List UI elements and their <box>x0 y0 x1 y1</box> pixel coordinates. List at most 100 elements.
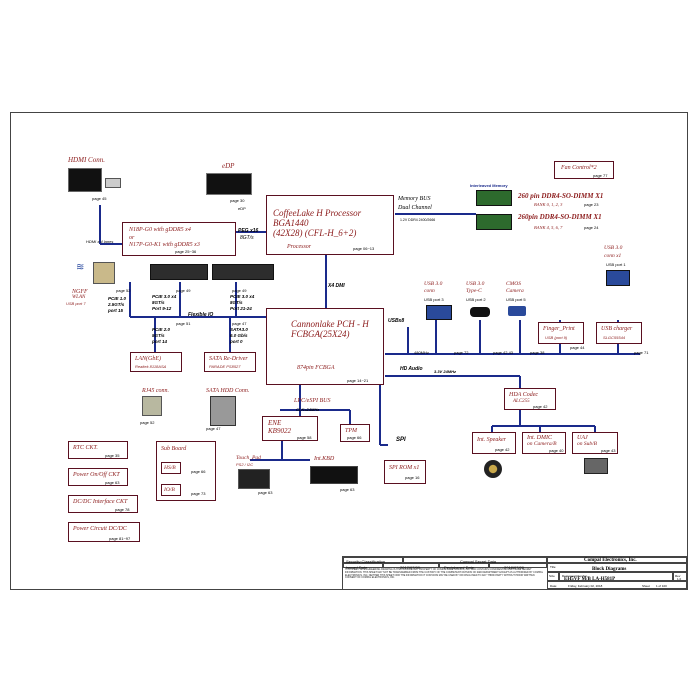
lan-port: port 14 <box>152 339 168 344</box>
touchpad-title: Touch_Pad <box>236 455 261 461</box>
hdmi-lanes: HDMI x 4 lanes <box>86 239 114 244</box>
usb-page-1: page 72 <box>454 350 469 355</box>
int-dmic-page: page 40 <box>549 448 564 453</box>
hdd-icon <box>210 396 236 426</box>
intkbd-title: Int.KBD <box>314 456 335 462</box>
dimm2-page: page 24 <box>584 225 599 230</box>
dcdc-page: page 78 <box>115 507 130 512</box>
iob-page: page 73 <box>191 491 206 496</box>
pch-package: FCBGA(25X24) <box>291 329 350 339</box>
spi-rom-box: SPI ROM x1 page 16 <box>384 460 426 484</box>
iob-title: IO/B <box>164 487 175 493</box>
spi-rom-page: page 16 <box>405 475 420 480</box>
ene-box: ENE KB9022 page 58 <box>262 416 318 441</box>
spi-rom-title: SPI ROM x1 <box>389 465 420 471</box>
hda-model: ALC255 <box>513 399 530 404</box>
title-block: Security Classification Compal Secret Da… <box>342 556 688 590</box>
lpc-title: LPC/eSPI BUS <box>294 398 331 404</box>
sata-speed: 6.0 Gb/s <box>230 333 248 338</box>
tb-rev: 1.0 <box>677 577 682 581</box>
hda-codec-box: HDA Codec ALC255 page 42 <box>504 388 556 410</box>
rj45-title: RJ45 conn. <box>142 388 169 394</box>
dimm1-module-icon <box>476 190 512 206</box>
iob-box: IO/B <box>161 484 181 496</box>
rj45-page: page 52 <box>140 420 155 425</box>
touchpad-sub: PS2 / I2C <box>236 462 254 467</box>
ngff-usb-port: USB port 7 <box>66 301 86 306</box>
uaj-sub: on Sub/B <box>577 441 598 447</box>
memory-bus-title: Memory BUS <box>398 196 431 202</box>
fan-control-box: Fan Control*2 page 77 <box>554 161 614 179</box>
cmos-title: CMOS <box>506 281 521 287</box>
usb30-typec-sub: Type-C <box>466 288 482 294</box>
edp-title: eDP <box>222 162 235 170</box>
lan-sub: Realtek 8118ASA <box>135 364 167 369</box>
int-speaker-page: page 42 <box>495 447 510 452</box>
flexible-io-label: Flexible IO <box>188 312 214 318</box>
uaj-box: UAJ on Sub/B page 43 <box>572 432 618 454</box>
hda-page: page 42 <box>533 404 548 409</box>
audio-jack-icon <box>584 458 608 474</box>
memory-bus-channel: Dual Channel <box>398 205 432 211</box>
usb-page-2: page 42,43 <box>493 350 514 355</box>
cpu-name: CoffeeLake H Processor <box>273 208 362 218</box>
rtc-title: RTC CKT. <box>73 445 98 451</box>
power-circuit-page: page 81~97 <box>109 536 131 541</box>
hdmi-connector-icon <box>105 178 121 188</box>
speaker-icon <box>484 460 502 478</box>
lan-box: LAN(GbE) Realtek 8118ASA <box>130 352 182 372</box>
usb-charger-box: USB charger SLGC55544 <box>596 322 642 344</box>
sata-version: SATA3.0 <box>230 327 248 332</box>
ssd2-page: page 49 <box>232 288 247 293</box>
wlan-speed: 2.5GT/s <box>108 302 125 307</box>
usb-speed: 480MHz <box>414 350 429 355</box>
cmos-sub: Camera <box>506 288 524 294</box>
edp-page: page 30 <box>230 198 245 203</box>
tb-date: Friday, February 02, 2018 <box>568 583 603 588</box>
tpm-page: page 66 <box>347 435 362 440</box>
tb-docnum-label: Document Number <box>562 573 588 578</box>
tb-company: Compal Electronics, Inc. <box>584 558 637 563</box>
usb-page-4: page 44 <box>570 345 585 350</box>
sata-hdd-page: page 47 <box>206 426 221 431</box>
tpm-box: TPM page 66 <box>340 424 370 442</box>
pch-box: Cannonlake PCH - H FCBGA(25X24) 874pin F… <box>266 308 384 385</box>
lan-title: LAN(GbE) <box>135 356 161 362</box>
ene-model: KB9022 <box>268 427 291 435</box>
tb-docnum: EH5VF M/B LA-H581P <box>564 576 616 582</box>
sata-hdd-title: SATA HDD Conn. <box>206 388 250 394</box>
sub-board-title: Sub Board <box>161 446 187 452</box>
intkbd-page: page 63 <box>340 487 355 492</box>
rtc-page: page 35 <box>105 453 120 458</box>
ssd1-port: Port 9-12 <box>152 306 172 311</box>
tb-rev-label: Rev <box>675 573 681 578</box>
usb30-conn-sub: conn <box>424 288 435 294</box>
fan-page: page 77 <box>593 173 608 178</box>
power-onoff-page: page 63 <box>105 480 120 485</box>
usb-charger-title: USB charger <box>601 326 633 332</box>
tb-sheet-of: 1 of 100 <box>656 583 667 588</box>
cpu-package: BGA1440 <box>273 218 309 228</box>
rtc-box: RTC CKT. page 35 <box>68 441 128 459</box>
dimm2-module-icon <box>476 214 512 230</box>
pch-pins: 874pin FCBGA <box>297 365 335 371</box>
sata-port: port 0 <box>230 339 243 344</box>
usb-bus-label: USBx8 <box>388 318 405 324</box>
hdmi-title: HDMI Conn. <box>68 156 105 164</box>
sata-redriver-title: SATA Re-Driver <box>209 356 248 362</box>
usb30-conn-port: USB port 3 <box>424 297 444 302</box>
tb-date-label: Date: <box>550 583 558 588</box>
power-circuit-box: Power Circuit DC/DC page 81~97 <box>68 522 140 542</box>
gpu-line2: or <box>129 235 135 241</box>
tb-issued-date: 2017/07/00 <box>400 564 421 570</box>
edp-panel-icon <box>206 173 252 195</box>
hd-audio-voltage: 3.3V 24MHz <box>434 369 457 374</box>
int-dmic-box: Int. DMIC on Camera/B page 40 <box>522 432 566 454</box>
fan-title: Fan Control*2 <box>561 165 597 171</box>
tb-size: Size <box>549 574 555 578</box>
usb30-typec-port: USB port 2 <box>466 297 486 302</box>
int-dmic-title: Int. DMIC <box>527 435 552 441</box>
dimm1-title: 260 pin DDR4-SO-DIMM X1 <box>518 192 604 200</box>
edp-label: eDP <box>238 206 246 211</box>
